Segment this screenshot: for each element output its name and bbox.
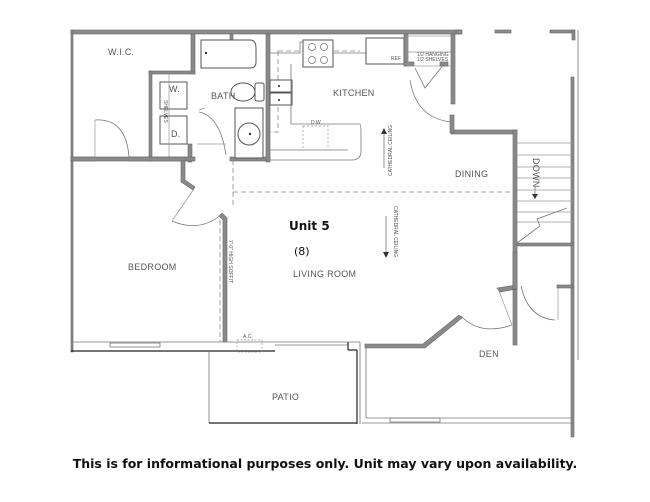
unit-title: Unit 5	[289, 219, 330, 233]
kitchen-area	[268, 33, 518, 161]
unit-number: (8)	[294, 245, 310, 258]
room-label-bath: BATH	[211, 91, 236, 101]
refrigerator-label: REF	[391, 56, 401, 62]
svg-text:CATHEDRAL CEILING: CATHEDRAL CEILING	[388, 125, 394, 176]
soffit-note: 7'-0" HIGH SOFFIT	[227, 240, 233, 283]
room-label-kitchen: KITCHEN	[333, 88, 375, 98]
room-label-dining: DINING	[455, 169, 488, 179]
washer-label: W.	[169, 84, 180, 94]
staircase	[512, 129, 574, 346]
room-label-patio: PATIO	[272, 392, 299, 402]
cathedral-ceiling-note-lower: CATHEDRAL CEILING	[383, 206, 398, 258]
shelves-label: SHELVES	[162, 100, 168, 123]
room-label-bedroom: BEDROOM	[128, 262, 177, 272]
disclaimer-text: This is for informational purposes only.…	[72, 456, 578, 471]
pantry-label-2: 1/2 SHELVES	[417, 57, 449, 63]
room-label-living: LIVING ROOM	[293, 269, 356, 279]
ac-label: A.C.	[243, 334, 253, 340]
dryer-label: D.	[171, 129, 181, 139]
room-label-wic: W.I.C.	[108, 47, 134, 57]
pantry-label-1: 1/2 HANGING	[417, 52, 449, 58]
room-labels: W.I.C. BATH KITCHEN DINING LIVING ROOM B…	[108, 47, 541, 402]
wic-bath-area	[70, 33, 271, 163]
bottom-walls	[71, 339, 573, 424]
exterior-walls	[70, 29, 579, 438]
dishwasher-label: D.W.	[311, 120, 322, 126]
cathedral-ceiling-note-upper: CATHEDRAL CEILING	[381, 125, 394, 176]
room-label-den: DEN	[479, 349, 499, 359]
interior-walls	[70, 156, 574, 349]
stairs-down-label: DOWN	[531, 158, 541, 188]
svg-text:CATHEDRAL CEILING: CATHEDRAL CEILING	[392, 206, 398, 257]
